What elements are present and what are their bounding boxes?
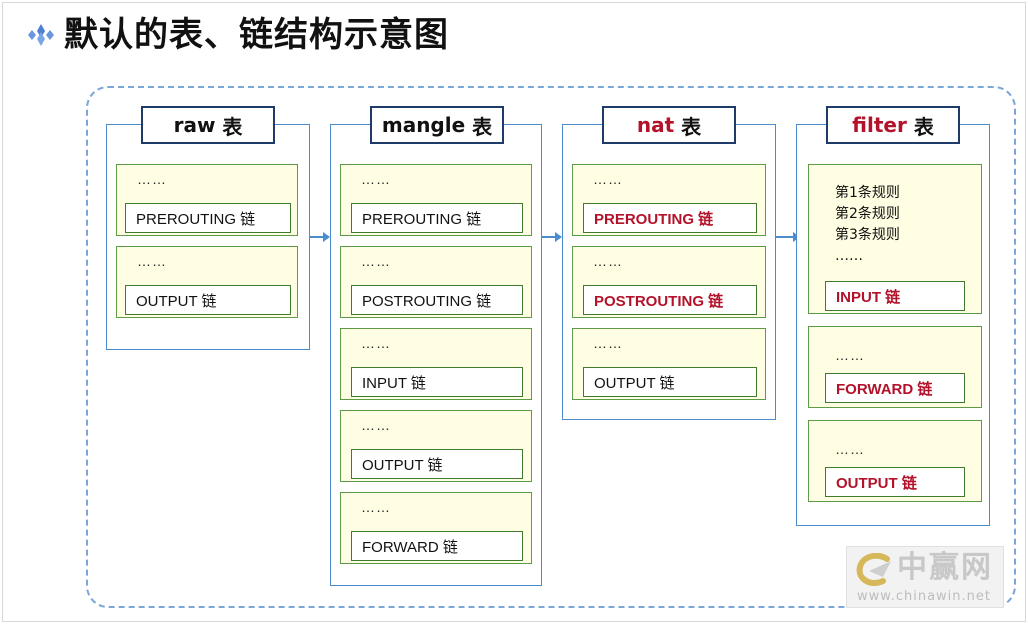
table-label-nat: nat 表 bbox=[602, 106, 736, 144]
chain-box: …… FORWARD 链 bbox=[808, 326, 982, 408]
watermark-name: 中赢网 bbox=[897, 550, 993, 585]
chain-label-postrouting: POSTROUTING 链 bbox=[351, 285, 523, 315]
table-name: nat bbox=[636, 113, 675, 137]
table-suffix: 表 bbox=[222, 114, 243, 139]
diagram-container bbox=[86, 86, 1016, 608]
rule-dots: …… bbox=[361, 499, 391, 515]
page-title: 默认的表、链结构示意图 bbox=[64, 15, 449, 55]
chain-label-forward: FORWARD 链 bbox=[351, 531, 523, 561]
rule-item: 第2条规则 bbox=[835, 206, 900, 222]
rule-dots: …… bbox=[835, 441, 865, 457]
chain-box: …… INPUT 链 bbox=[340, 328, 532, 400]
chinawin-logo-icon bbox=[856, 553, 891, 587]
chain-box: …… FORWARD 链 bbox=[340, 492, 532, 564]
chain-label-forward: FORWARD 链 bbox=[825, 373, 965, 403]
rule-dots: …… bbox=[137, 171, 167, 187]
chain-box: …… OUTPUT 链 bbox=[808, 420, 982, 502]
rule-list: 第1条规则 第2条规则 第3条规则 …… bbox=[835, 183, 900, 267]
table-suffix: 表 bbox=[913, 114, 934, 139]
chain-label-prerouting: PREROUTING 链 bbox=[125, 203, 291, 233]
chain-label-input: INPUT 链 bbox=[825, 281, 965, 311]
chain-box: …… POSTROUTING 链 bbox=[340, 246, 532, 318]
rule-dots: …… bbox=[835, 347, 865, 363]
rule-dots: …… bbox=[361, 335, 391, 351]
table-label-filter: filter 表 bbox=[826, 106, 960, 144]
title-area: 默认的表、链结构示意图 bbox=[28, 12, 449, 58]
rule-item: 第3条规则 bbox=[835, 227, 900, 243]
watermark: 中赢网 www.chinawin.net bbox=[846, 546, 1004, 608]
chain-label-output: OUTPUT 链 bbox=[583, 367, 757, 397]
table-name: raw bbox=[173, 113, 216, 137]
chain-label-prerouting: PREROUTING 链 bbox=[351, 203, 523, 233]
chain-label-output: OUTPUT 链 bbox=[125, 285, 291, 315]
rule-dots: …… bbox=[593, 171, 623, 187]
rule-dots: …… bbox=[593, 253, 623, 269]
rule-dots: …… bbox=[593, 335, 623, 351]
chain-box: …… OUTPUT 链 bbox=[572, 328, 766, 400]
table-label-raw: raw 表 bbox=[141, 106, 275, 144]
chain-box: …… PREROUTING 链 bbox=[116, 164, 298, 236]
rule-dots: …… bbox=[137, 253, 167, 269]
chain-box: 第1条规则 第2条规则 第3条规则 …… INPUT 链 bbox=[808, 164, 982, 314]
chain-box: …… POSTROUTING 链 bbox=[572, 246, 766, 318]
chain-box: …… OUTPUT 链 bbox=[116, 246, 298, 318]
chain-label-prerouting: PREROUTING 链 bbox=[583, 203, 757, 233]
arrow-mangle-to-nat bbox=[542, 232, 562, 242]
rule-dots: …… bbox=[361, 253, 391, 269]
table-suffix: 表 bbox=[472, 114, 493, 139]
chain-label-output: OUTPUT 链 bbox=[351, 449, 523, 479]
table-label-mangle: mangle 表 bbox=[370, 106, 504, 144]
table-name: filter bbox=[852, 113, 907, 137]
chain-box: …… OUTPUT 链 bbox=[340, 410, 532, 482]
watermark-url: www.chinawin.net bbox=[857, 589, 991, 604]
arrow-nat-to-filter bbox=[776, 232, 800, 242]
rule-item: 第1条规则 bbox=[835, 185, 900, 201]
table-name: mangle bbox=[381, 113, 466, 137]
chain-label-input: INPUT 链 bbox=[351, 367, 523, 397]
chain-box: …… PREROUTING 链 bbox=[572, 164, 766, 236]
chain-label-output: OUTPUT 链 bbox=[825, 467, 965, 497]
rule-item: …… bbox=[835, 248, 863, 264]
rule-dots: …… bbox=[361, 417, 391, 433]
chain-label-postrouting: POSTROUTING 链 bbox=[583, 285, 757, 315]
diamond-bullet-icon bbox=[28, 24, 54, 46]
chain-box: …… PREROUTING 链 bbox=[340, 164, 532, 236]
table-suffix: 表 bbox=[681, 114, 702, 139]
arrow-raw-to-mangle bbox=[310, 232, 330, 242]
rule-dots: …… bbox=[361, 171, 391, 187]
